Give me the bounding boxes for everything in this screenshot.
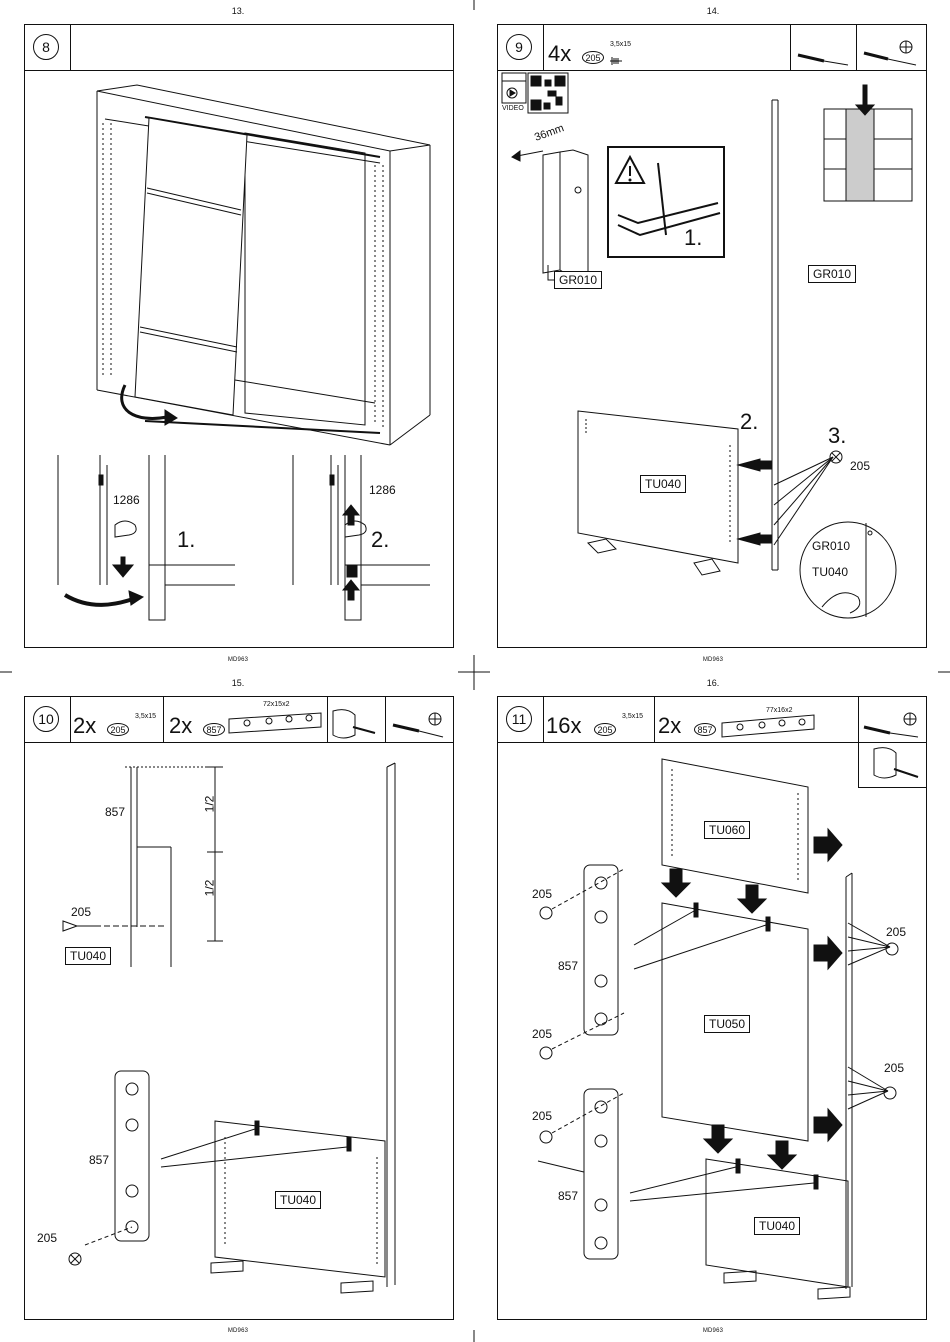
page-number-13: 13. bbox=[208, 6, 268, 16]
step-11-drawing bbox=[498, 697, 928, 1321]
board-label-top: TU040 bbox=[65, 947, 111, 965]
detail-label-bottom: TU040 bbox=[812, 565, 848, 579]
left-label-1: 205 bbox=[532, 887, 552, 901]
page-footer-14: MD963 bbox=[683, 657, 743, 663]
panel-label-middle: TU050 bbox=[704, 1015, 750, 1033]
step-10-panel: 10 2x 205 3,5x15 2x 857 72x15x2 bbox=[24, 696, 454, 1320]
step-9-substep-2: 2. bbox=[740, 409, 758, 435]
board-label: TU040 bbox=[640, 475, 686, 493]
step-9-substep-3: 3. bbox=[828, 423, 846, 449]
panel-label-bottom: TU040 bbox=[754, 1217, 800, 1235]
page-number-15: 15. bbox=[208, 678, 268, 688]
step-8-dim-1: 1286 bbox=[113, 493, 140, 507]
page-footer-13: MD963 bbox=[208, 657, 268, 663]
fraction-bottom: 1/2 bbox=[202, 880, 216, 897]
step-9-screw-label: 205 bbox=[850, 459, 870, 473]
page-footer-16: MD963 bbox=[683, 1328, 743, 1334]
step-9-panel: 9 4x 205 3,5x15 bbox=[497, 24, 927, 648]
detail-label-top: GR010 bbox=[812, 539, 850, 553]
left-label-3: 205 bbox=[532, 1027, 552, 1041]
page-number-14: 14. bbox=[683, 6, 743, 16]
screw-label-bottom: 205 bbox=[37, 1231, 57, 1245]
step-8-dim-2: 1286 bbox=[369, 483, 396, 497]
page-footer-15: MD963 bbox=[208, 1328, 268, 1334]
left-label-2: 857 bbox=[558, 959, 578, 973]
panel-label-top: TU060 bbox=[704, 821, 750, 839]
step-9-drawing bbox=[498, 25, 928, 649]
left-label-4: 205 bbox=[532, 1109, 552, 1123]
video-label: VIDEO bbox=[502, 105, 524, 112]
rail-label-right: GR010 bbox=[808, 265, 856, 283]
fraction-top: 1/2 bbox=[202, 796, 216, 813]
right-label-2: 205 bbox=[884, 1061, 904, 1075]
page-number-16: 16. bbox=[683, 678, 743, 688]
step-8-drawing bbox=[25, 25, 455, 649]
step-10-drawing bbox=[25, 697, 455, 1321]
screw-label-top: 205 bbox=[71, 905, 91, 919]
plate-label-top: 857 bbox=[105, 805, 125, 819]
right-label-1: 205 bbox=[886, 925, 906, 939]
step-8-panel: 8 bbox=[24, 24, 454, 648]
left-label-5: 857 bbox=[558, 1189, 578, 1203]
step-11-panel: 11 16x 205 3,5x15 2x 857 77x16x2 bbox=[497, 696, 927, 1320]
step-8-substep-1: 1. bbox=[177, 527, 195, 553]
step-8-substep-2: 2. bbox=[371, 527, 389, 553]
step-9-substep-1: 1. bbox=[684, 225, 702, 251]
rail-label-left: GR010 bbox=[554, 271, 602, 289]
board-label-bottom: TU040 bbox=[275, 1191, 321, 1209]
plate-label-bottom: 857 bbox=[89, 1153, 109, 1167]
